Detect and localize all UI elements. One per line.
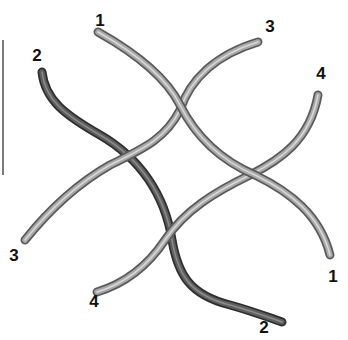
callout-number: 2: [259, 319, 268, 336]
strand-1: [98, 32, 330, 255]
callout-number: 4: [316, 65, 325, 82]
strand-3: [25, 42, 258, 240]
callout-number: 3: [9, 247, 18, 264]
scale-bar: [2, 40, 3, 175]
callout-number: 2: [32, 47, 41, 64]
strand-2: [42, 72, 282, 322]
callout-number: 4: [89, 293, 98, 310]
callout-number: 1: [95, 12, 104, 29]
callout-number: 1: [328, 268, 337, 285]
callout-number: 3: [265, 18, 274, 35]
